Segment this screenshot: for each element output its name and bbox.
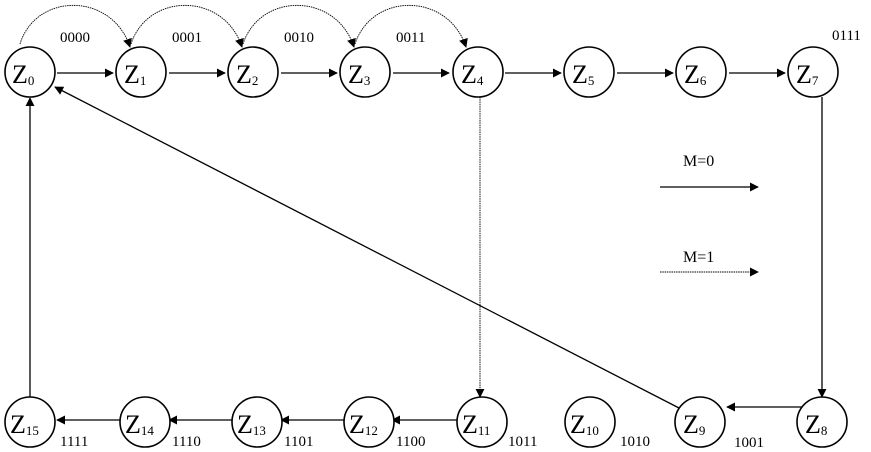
edge-z3-z4-m1 <box>354 4 468 48</box>
state-z0-letter: Z <box>12 60 28 89</box>
state-z2-letter: Z <box>236 60 252 89</box>
state-z5-sub: 5 <box>588 73 595 88</box>
state-z10-sub: 10 <box>586 423 599 438</box>
legend-m0-label: M=0 <box>683 153 714 170</box>
state-z5: Z5 <box>563 46 615 98</box>
svg-text:Z3: Z3 <box>348 60 370 89</box>
svg-text:Z1: Z1 <box>124 60 146 89</box>
state-z15-letter: Z <box>10 410 26 439</box>
code-z3: 0011 <box>396 30 425 46</box>
state-z11-letter: Z <box>462 410 478 439</box>
state-z11-sub: 11 <box>478 423 491 438</box>
state-z9-letter: Z <box>683 410 699 439</box>
state-z0-sub: 0 <box>28 73 35 88</box>
state-z12: Z12 <box>343 396 395 448</box>
state-z2-sub: 2 <box>252 73 259 88</box>
edge-z0-z1-m1 <box>19 4 132 48</box>
svg-text:Z9: Z9 <box>683 410 705 439</box>
edges <box>19 4 827 425</box>
state-z3: Z3 <box>339 46 391 98</box>
state-z7: Z7 <box>787 46 839 98</box>
state-z4-letter: Z <box>461 60 477 89</box>
code-z1: 0001 <box>172 30 202 46</box>
state-z9: Z9 <box>674 396 726 448</box>
state-z3-sub: 3 <box>364 73 371 88</box>
state-z0: Z0 <box>4 46 56 98</box>
state-z10-letter: Z <box>570 410 586 439</box>
state-z10: Z10 <box>564 396 616 448</box>
code-z2: 0010 <box>284 30 314 46</box>
legend: M=0 M=1 <box>660 153 759 277</box>
svg-text:Z15: Z15 <box>10 410 39 439</box>
state-z15-sub: 15 <box>26 423 39 438</box>
state-z15: Z15 <box>4 396 56 448</box>
state-z8-sub: 8 <box>821 423 828 438</box>
state-z4-sub: 4 <box>477 73 484 88</box>
state-z5-letter: Z <box>572 60 588 89</box>
edge-z1-z2-m1 <box>130 4 244 48</box>
svg-text:Z8: Z8 <box>805 410 827 439</box>
state-z3-letter: Z <box>348 60 364 89</box>
state-z14-letter: Z <box>125 410 141 439</box>
state-z9-sub: 9 <box>699 423 706 438</box>
state-z2: Z2 <box>227 46 279 98</box>
code-z13: 1101 <box>284 434 313 450</box>
svg-text:Z11: Z11 <box>462 410 490 439</box>
code-z0: 0000 <box>60 30 90 46</box>
state-z1-letter: Z <box>124 60 140 89</box>
state-z6-sub: 6 <box>700 73 707 88</box>
svg-text:Z2: Z2 <box>236 60 258 89</box>
svg-text:Z14: Z14 <box>125 410 154 439</box>
svg-text:Z12: Z12 <box>349 410 378 439</box>
state-z7-sub: 7 <box>812 73 819 88</box>
code-z8: 1001 <box>734 435 764 451</box>
code-z11: 1011 <box>508 434 537 450</box>
svg-text:Z10: Z10 <box>570 410 599 439</box>
code-z15: 1111 <box>60 434 88 450</box>
nodes: Z0 Z1 Z2 Z3 Z4 Z5 Z6 Z7 Z8 Z9 Z10 Z11 Z1… <box>4 46 848 448</box>
state-z14-sub: 14 <box>141 423 155 438</box>
state-z11: Z11 <box>456 396 508 448</box>
svg-text:Z6: Z6 <box>684 60 707 89</box>
code-z14: 1110 <box>172 434 201 450</box>
code-labels: 0000 0001 0010 0011 0111 1001 1010 1011 … <box>60 28 861 451</box>
code-z12: 1100 <box>396 434 425 450</box>
svg-text:Z4: Z4 <box>461 60 484 89</box>
state-z13: Z13 <box>231 396 283 448</box>
state-z13-letter: Z <box>237 410 253 439</box>
state-z1-sub: 1 <box>140 73 147 88</box>
state-z1: Z1 <box>115 46 167 98</box>
svg-text:Z7: Z7 <box>796 60 819 89</box>
legend-m1-label: M=1 <box>683 249 714 266</box>
state-z6-letter: Z <box>684 60 700 89</box>
state-z4: Z4 <box>452 46 504 98</box>
svg-text:Z0: Z0 <box>12 60 34 89</box>
state-z6: Z6 <box>675 46 727 98</box>
state-z8-letter: Z <box>805 410 821 439</box>
state-z8: Z8 <box>796 396 848 448</box>
state-z7-letter: Z <box>796 60 812 89</box>
edge-z9-z0 <box>54 86 680 409</box>
svg-text:Z5: Z5 <box>572 60 594 89</box>
code-z10: 1010 <box>620 434 650 450</box>
state-z14: Z14 <box>119 396 171 448</box>
state-z12-sub: 12 <box>365 423 378 438</box>
svg-text:Z13: Z13 <box>237 410 266 439</box>
edge-z2-z3-m1 <box>242 4 356 48</box>
state-z13-sub: 13 <box>253 423 266 438</box>
state-z12-letter: Z <box>349 410 365 439</box>
code-z7: 0111 <box>832 28 861 44</box>
